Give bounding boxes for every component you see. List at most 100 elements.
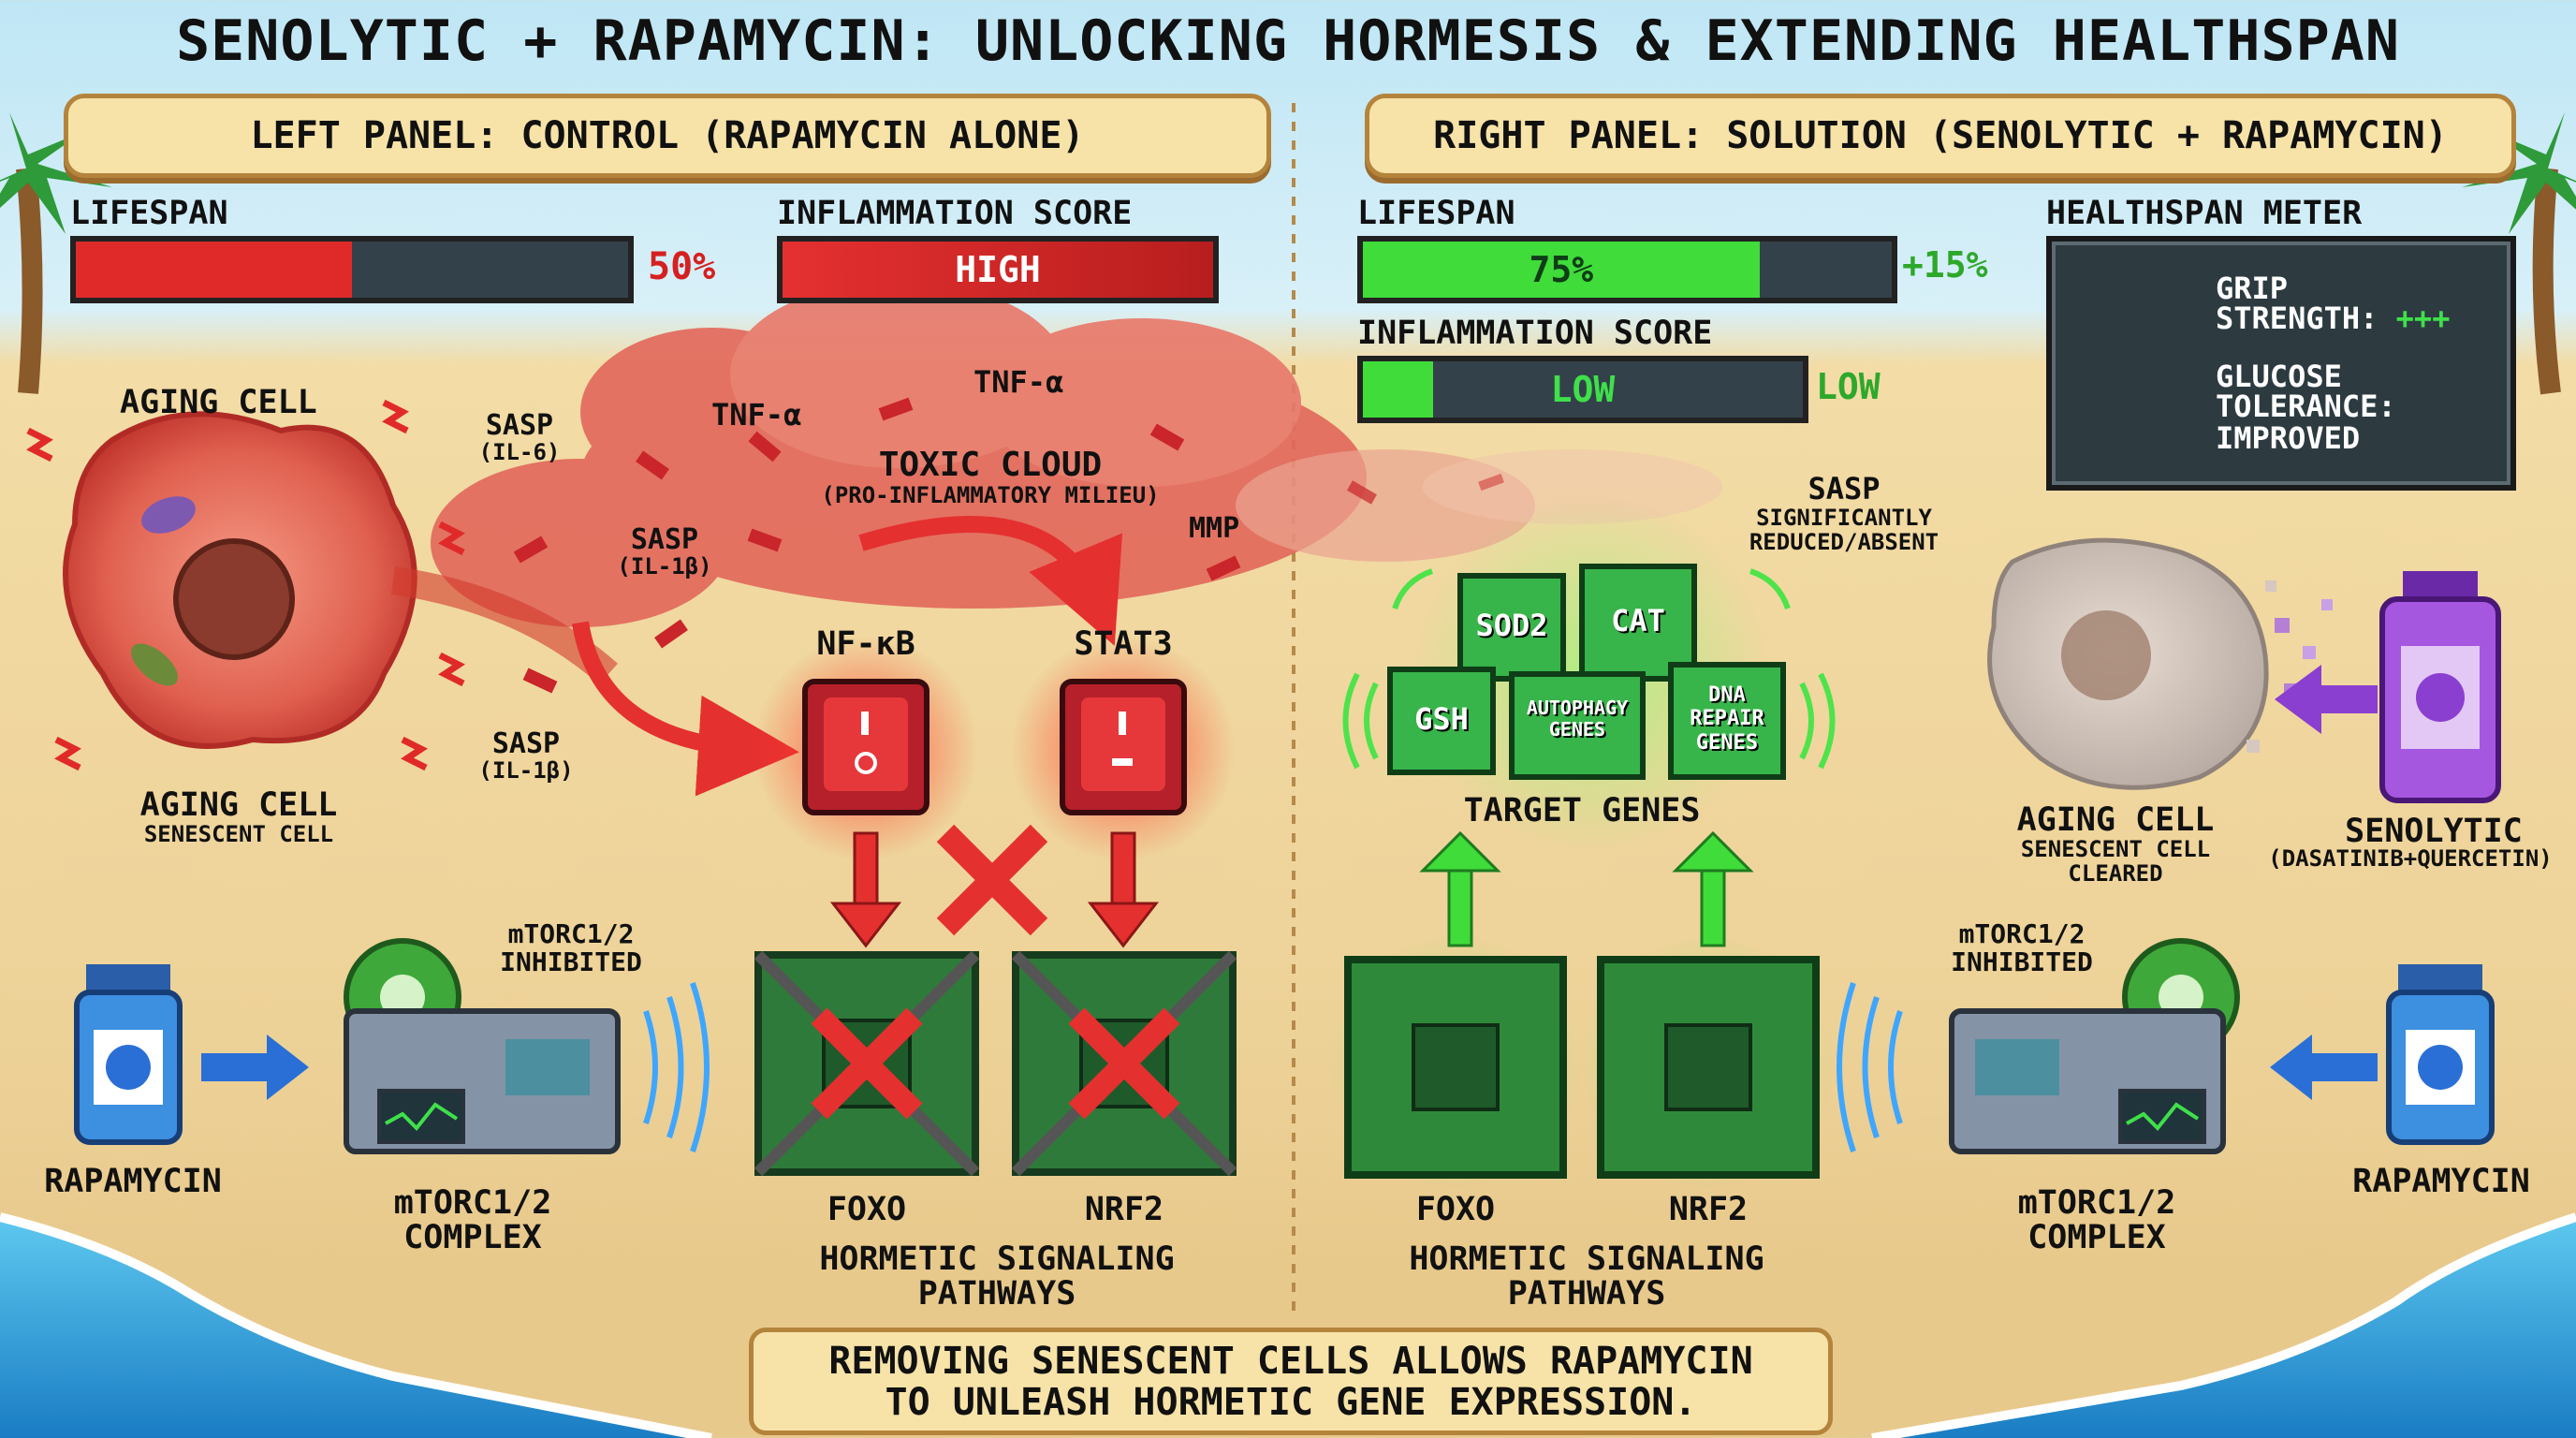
left-inflammation-bar: HIGH	[777, 236, 1219, 303]
right-nrf2-label: NRF2	[1668, 1191, 1749, 1228]
right-hormetic-label-1: HORMETIC SIGNALING	[1409, 1240, 1764, 1278]
mtorc-machine-right-icon	[1949, 938, 2240, 1154]
tnf-alpha-label-1: TNF-α	[711, 397, 802, 433]
right-inflammation-label: INFLAMMATION SCORE	[1357, 315, 1713, 352]
footer-conclusion: REMOVING SENESCENT CELLS ALLOWS RAPAMYCI…	[749, 1328, 1833, 1435]
mmp-label: MMP	[1189, 512, 1240, 545]
nrf2-chip-active-icon	[1582, 936, 1835, 1189]
right-inflammation-bar: LOW	[1357, 356, 1808, 423]
right-inflammation-fill	[1363, 361, 1434, 418]
left-hormetic-label-2: PATHWAYS	[917, 1275, 1076, 1313]
blue-arrow-left-icon	[201, 1034, 309, 1100]
right-rapamycin-label: RAPAMYCIN	[2352, 1163, 2530, 1200]
toxic-cloud-sub: (PRO-INFLAMMATORY MILIEU)	[821, 482, 1160, 508]
foxo-chip-blocked-icon	[754, 950, 980, 1177]
sasp-il6-sub: (IL-6)	[478, 439, 561, 465]
left-inflammation-value: HIGH	[955, 249, 1041, 290]
left-panel-title: LEFT PANEL: CONTROL (RAPAMYCIN ALONE)	[64, 94, 1271, 178]
right-foxo-label: FOXO	[1415, 1191, 1496, 1228]
healthspan-meter-panel: GRIP STRENGTH: +++ GLUCOSE TOLERANCE: IM…	[2046, 236, 2516, 491]
blue-arrow-right-icon	[2270, 1034, 2378, 1100]
senolytic-bottle-icon	[2379, 571, 2501, 803]
right-lifespan-bar: 75%	[1357, 236, 1897, 303]
right-panel-title: RIGHT PANEL: SOLUTION (SENOLYTIC + RAPAM…	[1365, 94, 2516, 178]
right-aging-cell-label: AGING CELL	[2016, 801, 2215, 839]
right-panel-title-text: RIGHT PANEL: SOLUTION (SENOLYTIC + RAPAM…	[1433, 114, 2448, 157]
senolytic-sub: (DASATINIB+QUERCETIN)	[2268, 845, 2553, 872]
right-mtorc-complex-1: mTORC1/2	[2017, 1184, 2176, 1222]
target-genes-label: TARGET GENES	[1463, 792, 1701, 829]
tnf-alpha-label-2: TNF-α	[973, 364, 1064, 400]
arrow-cell-to-nfkb	[572, 621, 799, 797]
footer-line-1: REMOVING SENESCENT CELLS ALLOWS RAPAMYCI…	[828, 1339, 1753, 1383]
nrf2-chip-blocked-icon	[1011, 950, 1237, 1177]
left-mtorc-inhibited-2: INHIBITED	[500, 946, 642, 977]
signal-waves-right-icon	[1837, 982, 1903, 1152]
right-mtorc-complex-2: COMPLEX	[2027, 1219, 2166, 1256]
right-hormetic-label-2: PATHWAYS	[1507, 1275, 1666, 1313]
left-foxo-label: FOXO	[827, 1191, 907, 1228]
grip-label-1: GRIP	[2216, 271, 2289, 306]
arrow-cloud-to-stat3	[858, 516, 1123, 646]
left-rapamycin-label: RAPAMYCIN	[44, 1163, 222, 1200]
rapamycin-bottle-right-icon	[2386, 964, 2495, 1145]
nfkb-label: NF-κB	[816, 625, 915, 663]
gene-gsh: GSH	[1414, 701, 1469, 737]
nfkb-switch-icon	[754, 637, 978, 861]
right-lifespan-fill	[1363, 242, 1760, 298]
left-aging-cell-sub: SENESCENT CELL	[143, 821, 334, 847]
left-lifespan-label: LIFESPAN	[70, 195, 228, 232]
palm-tree-right-icon	[2462, 112, 2576, 395]
inhibition-arrows	[829, 831, 1160, 948]
page-title: SENOLYTIC + RAPAMYCIN: UNLOCKING HORMESI…	[176, 8, 2400, 74]
right-aging-cell-sub-2: CLEARED	[2068, 860, 2163, 887]
stat3-switch-icon	[1011, 637, 1236, 861]
toxic-cloud-label: TOXIC CLOUD	[878, 446, 1103, 484]
glucose-label-1: GLUCOSE	[2216, 359, 2342, 394]
cytokine-particles	[513, 397, 1504, 694]
glucose-value: IMPROVED	[2216, 420, 2361, 456]
gene-sod2: SOD2	[1475, 608, 1548, 643]
right-mtorc-inhibited-1: mTORC1/2	[1958, 918, 2086, 949]
right-aging-cell-sub-1: SENESCENT CELL	[2020, 836, 2211, 862]
footer-line-2: TO UNLEASH HORMETIC GENE EXPRESSION.	[885, 1380, 1697, 1424]
palm-tree-left-icon	[0, 112, 112, 394]
foxo-chip-active-icon	[1329, 936, 1582, 1189]
right-lifespan-delta: +15%	[1902, 244, 1988, 286]
right-sasp-sub-2: REDUCED/ABSENT	[1749, 529, 1939, 555]
left-hormetic-label-1: HORMETIC SIGNALING	[819, 1240, 1175, 1278]
gene-dna-repair: DNA REPAIR GENES	[1690, 683, 1764, 755]
signal-waves-left-icon	[643, 982, 710, 1152]
left-mtorc-complex-2: COMPLEX	[403, 1219, 542, 1256]
right-lifespan-label: LIFESPAN	[1357, 195, 1515, 232]
grip-label-2-text: STRENGTH:	[2216, 301, 2378, 336]
zap-icons	[26, 399, 465, 771]
grip-label-2: STRENGTH: +++	[2216, 301, 2451, 336]
glucose-label-2: TOLERANCE:	[2216, 389, 2396, 424]
cross-arrows	[936, 824, 1048, 936]
aging-cell-cleared-icon	[1987, 537, 2333, 790]
left-mtorc-complex-1: mTORC1/2	[393, 1184, 552, 1222]
ocean-waves	[0, 1212, 2576, 1438]
left-panel-title-text: LEFT PANEL: CONTROL (RAPAMYCIN ALONE)	[250, 114, 1085, 157]
aging-cell-top-label: AGING CELL	[120, 384, 317, 421]
mtorc-machine-left-icon	[344, 938, 621, 1154]
left-inflammation-label: INFLAMMATION SCORE	[777, 195, 1133, 232]
gene-glow-waves-icon	[1342, 568, 1836, 770]
left-nrf2-label: NRF2	[1084, 1191, 1164, 1228]
sasp-il1b-label: SASP	[630, 523, 699, 556]
left-lifespan-value: 50%	[648, 245, 716, 288]
grip-value: +++	[2395, 301, 2451, 336]
sasp-il1b-sub: (IL-1β)	[617, 553, 712, 580]
right-sasp-label: SASP	[1808, 471, 1881, 506]
gene-chips-cluster-icon	[1387, 496, 1786, 852]
right-inflammation-value: LOW	[1550, 369, 1616, 410]
senolytic-label: SENOLYTIC	[2345, 813, 2523, 850]
left-lifespan-bar	[70, 236, 634, 303]
rapamycin-bottle-left-icon	[74, 964, 183, 1145]
left-lifespan-fill	[76, 242, 352, 298]
right-lifespan-value: 75%	[1529, 249, 1594, 290]
left-aging-cell-label: AGING CELL	[139, 786, 338, 824]
gene-autophagy: AUTOPHAGY GENES	[1526, 697, 1629, 741]
left-inflammation-fill	[783, 242, 1213, 298]
